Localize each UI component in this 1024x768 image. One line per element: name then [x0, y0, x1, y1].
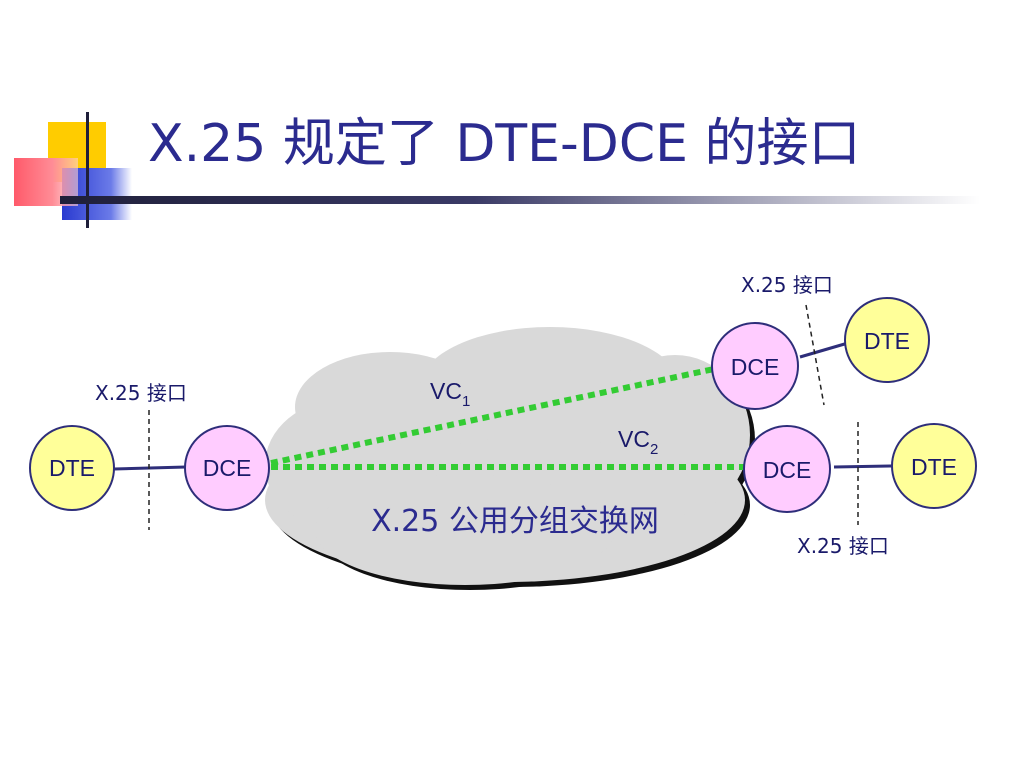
slide-title: X.25 规定了 DTE-DCE 的接口 — [148, 114, 861, 174]
interface-line-top-right — [805, 304, 825, 406]
dce-bottom-right-node — [743, 425, 831, 513]
dte-bottom-right-node — [891, 423, 977, 509]
link-left — [113, 465, 187, 471]
dce-left-label: DCE — [203, 455, 252, 481]
dte-bottom-right-label: DTE — [911, 454, 957, 480]
vc2-label: VC2 — [618, 426, 658, 458]
network-cloud — [265, 327, 750, 585]
deco-vertical-line — [86, 112, 89, 228]
dce-bottom-right-label: DCE — [763, 457, 812, 483]
dte-top-right-label: DTE — [864, 328, 910, 354]
dce-top-right-node — [711, 322, 799, 410]
dce-top-right-label: DCE — [731, 354, 780, 380]
interface-label-bottom-right: X.25 接口 — [797, 534, 889, 558]
interface-label-left: X.25 接口 — [95, 381, 187, 405]
link-top-right — [799, 341, 849, 359]
vc1-label: VC1 — [430, 378, 470, 410]
dte-top-right-node — [844, 297, 930, 383]
cloud-label: X.25 公用分组交换网 — [371, 504, 659, 539]
dce-left-node — [184, 425, 270, 511]
dte-left-node — [29, 425, 115, 511]
link-bottom-right — [833, 464, 893, 469]
title-underline — [60, 196, 980, 204]
dte-left-label: DTE — [49, 455, 95, 481]
virtual-circuit-1 — [270, 366, 715, 466]
interface-label-top-right: X.25 接口 — [741, 273, 833, 297]
